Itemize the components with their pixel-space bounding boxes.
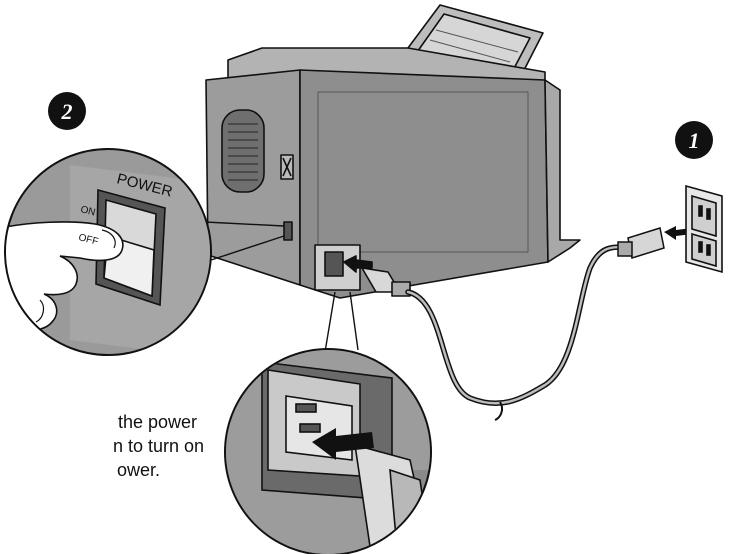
zoom-lines [204, 221, 359, 353]
insert-arrow-inlet [312, 428, 374, 460]
step-number-2: 2 [61, 99, 73, 124]
insert-arrow-outlet [664, 226, 692, 240]
caption-line-1: the power [118, 412, 198, 432]
switch-zoom-circle: POWER ON OFF [4, 148, 212, 356]
off-label: OFF [77, 232, 99, 248]
printer-illustration [205, 4, 581, 299]
caption-line-2: n to turn on [113, 436, 205, 456]
step-badge-1: 1 [675, 121, 713, 159]
instruction-caption: the power n to turn on ower. [0, 410, 204, 482]
on-label: ON [79, 204, 96, 218]
step-number-1: 1 [689, 128, 700, 153]
caption-line-3: ower. [117, 460, 161, 480]
inlet-zoom-circle [224, 348, 432, 554]
insert-arrow-printer [343, 255, 373, 273]
vent-grille [221, 109, 265, 193]
hand [6, 221, 124, 332]
printer-plug [361, 267, 411, 297]
wall-plug [617, 227, 665, 259]
wall-outlet [685, 184, 723, 274]
step-badge-2: 2 [48, 92, 86, 130]
